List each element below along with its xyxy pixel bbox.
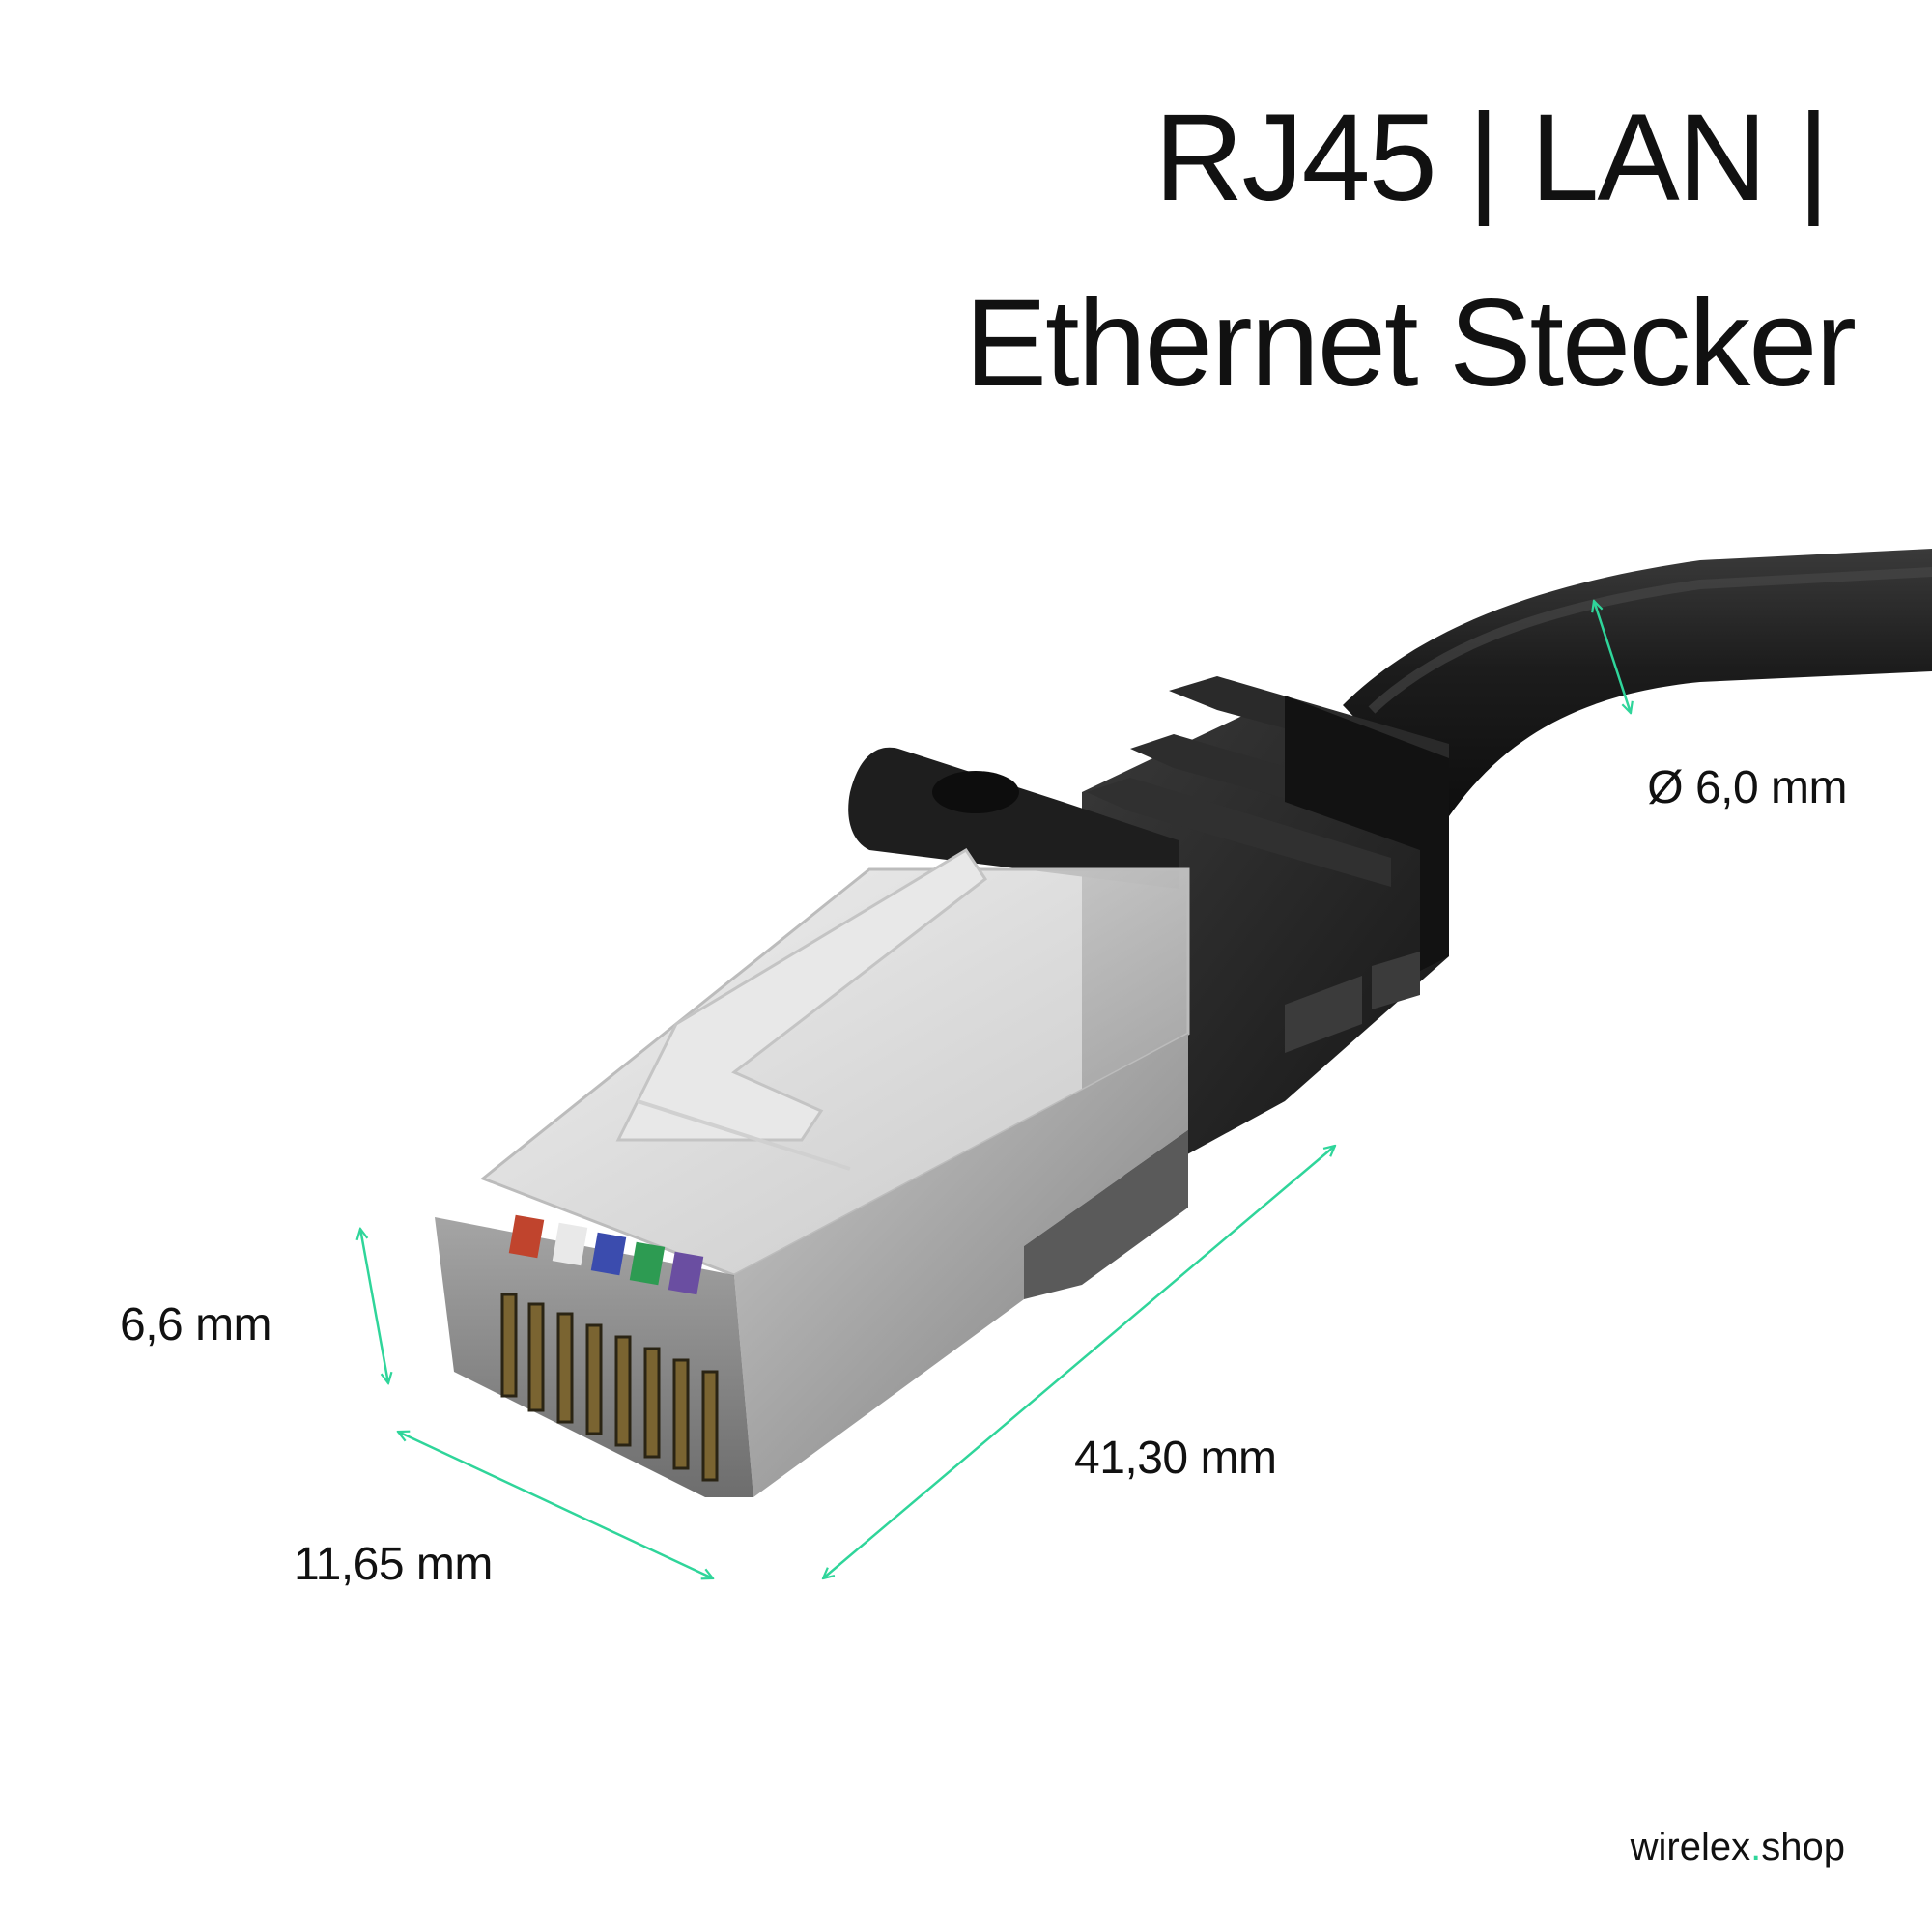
cable — [1343, 549, 1932, 816]
dimension-arrows — [360, 601, 1631, 1578]
width-label: 11,65 mm — [294, 1539, 493, 1590]
cable-highlight — [1368, 567, 1932, 714]
latch — [615, 847, 988, 1142]
diameter-arrow — [1594, 601, 1631, 713]
brand-name: wirelex — [1630, 1826, 1751, 1868]
brand-dot: . — [1750, 1826, 1762, 1868]
length-label: 41,30 mm — [1074, 1433, 1277, 1484]
brand-tld: shop — [1761, 1826, 1845, 1868]
brand-url: wirelex.shop — [1631, 1828, 1845, 1866]
height-label: 6,6 mm — [120, 1299, 272, 1350]
gold-contacts — [500, 1293, 719, 1482]
diameter-label: Ø 6,0 mm — [1647, 762, 1847, 813]
length-arrow — [823, 1146, 1335, 1578]
latch-hood — [848, 747, 1179, 889]
height-arrow — [360, 1229, 388, 1383]
page-title-line-2: Ethernet Stecker — [964, 274, 1857, 412]
page-title-line-1: RJ45 | LAN | — [1154, 89, 1830, 227]
wire-pairs — [508, 1214, 704, 1295]
width-arrow — [398, 1432, 713, 1578]
